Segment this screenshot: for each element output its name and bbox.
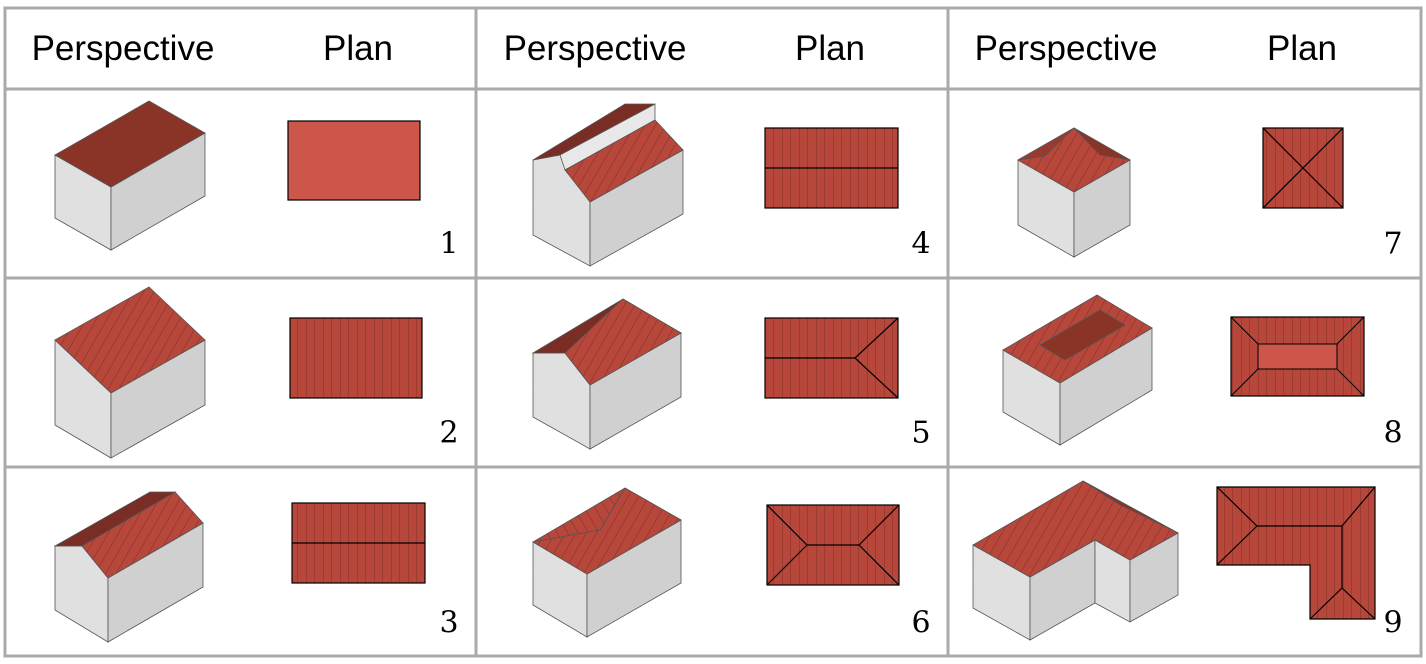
perspective-roof-6 — [531, 487, 682, 638]
roof-number-7: 7 — [1383, 226, 1403, 262]
header-plan-3: Plan — [1266, 29, 1338, 68]
roof-number-9: 9 — [1383, 605, 1403, 641]
perspective-roof-1 — [54, 100, 206, 251]
header-plan-2: Plan — [794, 29, 866, 68]
header-perspective-3: Perspective — [974, 29, 1158, 68]
plan-roof-4 — [764, 127, 899, 209]
plan-roof-7 — [1262, 127, 1344, 209]
perspective-roof-2 — [54, 286, 206, 459]
perspective-roof-8 — [1002, 294, 1153, 446]
perspective-roof-3 — [53, 491, 204, 643]
roof-number-6: 6 — [911, 605, 931, 641]
plan-roof-1 — [287, 120, 421, 201]
perspective-roof-4 — [532, 103, 684, 267]
table-grid — [3, 6, 1423, 658]
plan-roof-3 — [291, 502, 426, 584]
roof-number-4: 4 — [911, 226, 931, 262]
plan-roof-5 — [764, 317, 899, 399]
perspective-roof-9 — [972, 480, 1179, 641]
roof-number-1: 1 — [439, 226, 459, 262]
header-perspective-2: Perspective — [503, 29, 687, 68]
roof-number-3: 3 — [439, 605, 459, 641]
roof-number-8: 8 — [1383, 415, 1403, 451]
plan-roof-2 — [289, 317, 423, 399]
plan-roof-8 — [1230, 316, 1365, 397]
roof-number-2: 2 — [439, 415, 459, 451]
header-plan-1: Plan — [322, 29, 394, 68]
header-perspective-1: Perspective — [31, 29, 215, 68]
roof-number-5: 5 — [911, 415, 931, 451]
plan-roof-6 — [766, 504, 900, 586]
perspective-roof-7 — [1017, 127, 1131, 258]
perspective-roof-5 — [531, 298, 683, 450]
plan-roof-9 — [1216, 486, 1376, 620]
